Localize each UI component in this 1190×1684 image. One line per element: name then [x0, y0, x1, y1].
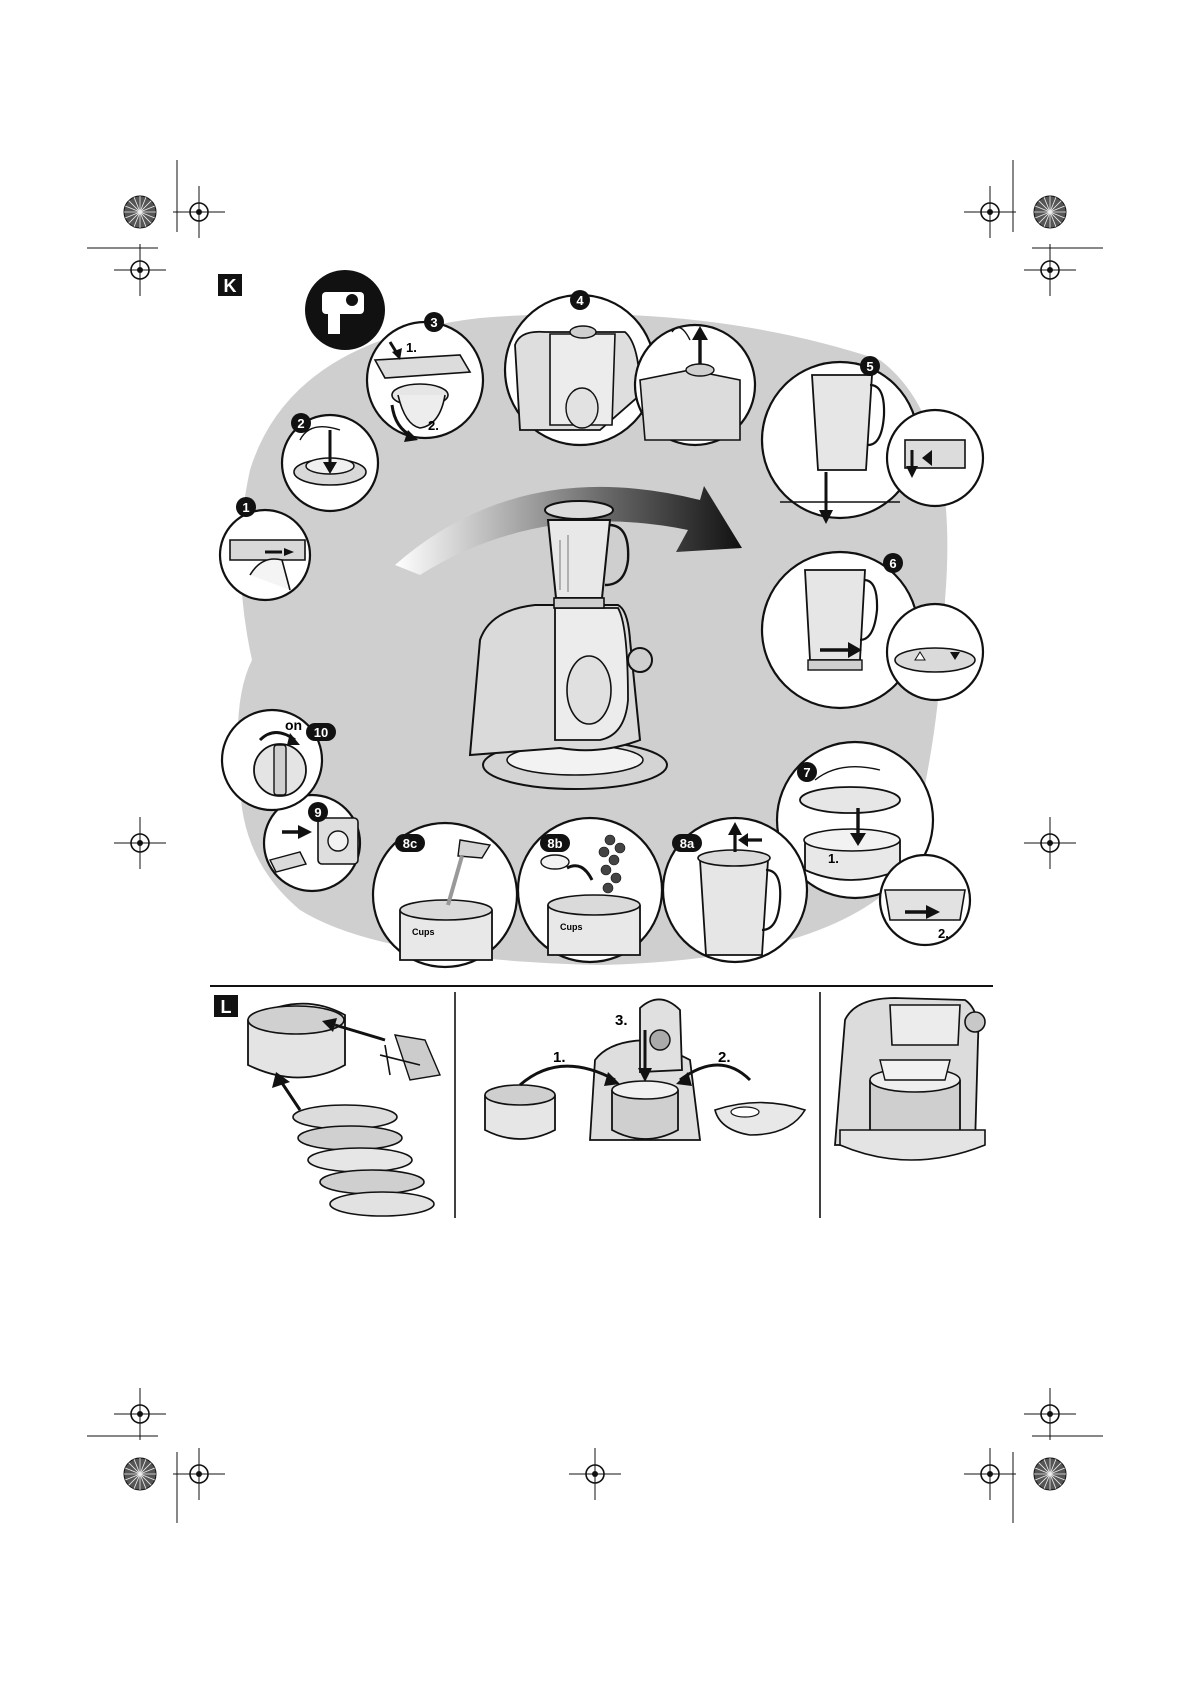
step-6-illustration: [760, 550, 985, 710]
section-l-marker: [214, 995, 238, 1017]
step-10-on-label: on: [285, 717, 302, 733]
section-k: K: [218, 270, 985, 969]
svg-text:6: 6: [889, 556, 896, 571]
step-1-illustration: [218, 508, 312, 602]
svg-text:7: 7: [803, 765, 810, 780]
l-panel-assembled: [834, 997, 986, 1161]
step-badge-6: 6: [883, 553, 903, 573]
svg-text:10: 10: [314, 725, 328, 740]
registration-marks: [87, 160, 1103, 1523]
registration-starburst-icon: [123, 1457, 157, 1491]
step-3-annotation-first: 1.: [406, 340, 417, 355]
l-annotation-second: 2.: [718, 1049, 731, 1066]
registration-crosshair-icon: [1023, 816, 1077, 870]
step-7-annotation-first: 1.: [828, 851, 839, 866]
step-4-illustration: [503, 293, 757, 447]
registration-crosshair-icon: [1023, 243, 1077, 297]
registration-crosshair-icon: [963, 185, 1017, 239]
warning-pictogram: [305, 270, 385, 350]
registration-crosshair-icon: [113, 243, 167, 297]
sequence-arrow-icon: [395, 486, 742, 575]
step-badge-7: 7: [797, 762, 817, 782]
svg-text:2: 2: [297, 416, 304, 431]
l-annotation-first: 1.: [553, 1049, 566, 1066]
step-7-illustration: 1. 2.: [775, 740, 972, 947]
registration-starburst-icon: [1033, 1457, 1067, 1491]
l-panel-attach: 1. 2. 3.: [484, 998, 807, 1141]
step-3-annotation-second: 2.: [428, 418, 439, 433]
registration-crosshair-icon: [172, 185, 226, 239]
step-8c-illustration: Cups: [371, 821, 519, 969]
section-k-label: K: [224, 276, 237, 296]
step-badge-8b: 8b: [540, 834, 570, 852]
registration-crosshair-icon: [172, 1447, 226, 1501]
svg-text:3: 3: [430, 315, 437, 330]
step-badge-9: 9: [308, 802, 328, 822]
step-8c-cup-label: Cups: [412, 927, 435, 937]
svg-text:1: 1: [242, 500, 249, 515]
registration-crosshair-icon: [963, 1447, 1017, 1501]
section-k-marker: [218, 274, 242, 296]
svg-text:4: 4: [576, 293, 584, 308]
step-badge-8a: 8a: [672, 834, 702, 852]
step-badge-1: 1: [236, 497, 256, 517]
svg-text:8c: 8c: [403, 836, 417, 851]
l-annotation-third: 3.: [615, 1012, 628, 1029]
registration-starburst-icon: [123, 195, 157, 229]
step-5-illustration: [760, 360, 985, 524]
central-blender-appliance: [395, 486, 742, 790]
step-8b-illustration: Cups: [516, 816, 664, 964]
svg-text:8a: 8a: [680, 836, 695, 851]
step-9-illustration: [262, 793, 362, 893]
l-panel-shredder-parts: [247, 1002, 441, 1217]
step-10-illustration: on: [220, 708, 324, 812]
step-3-illustration: 1. 2.: [365, 320, 485, 442]
registration-crosshair-icon: [568, 1447, 622, 1501]
step-2-illustration: [280, 413, 380, 513]
step-badge-2: 2: [291, 413, 311, 433]
registration-crosshair-icon: [113, 1387, 167, 1441]
section-l: L: [214, 992, 986, 1218]
section-l-label: L: [221, 997, 232, 1017]
svg-text:8b: 8b: [547, 836, 562, 851]
registration-crosshair-icon: [113, 816, 167, 870]
registration-starburst-icon: [1033, 195, 1067, 229]
svg-text:5: 5: [866, 359, 873, 374]
step-badge-5: 5: [860, 356, 880, 376]
registration-crosshair-icon: [1023, 1387, 1077, 1441]
step-badge-8c: 8c: [395, 834, 425, 852]
step-8a-illustration: [661, 816, 809, 964]
step-badge-4: 4: [570, 290, 590, 310]
step-8b-cup-label: Cups: [560, 922, 583, 932]
svg-text:9: 9: [314, 805, 321, 820]
step-badge-10: 10: [306, 723, 336, 741]
step-badge-3: 3: [424, 312, 444, 332]
step-7-annotation-second: 2.: [938, 926, 949, 941]
